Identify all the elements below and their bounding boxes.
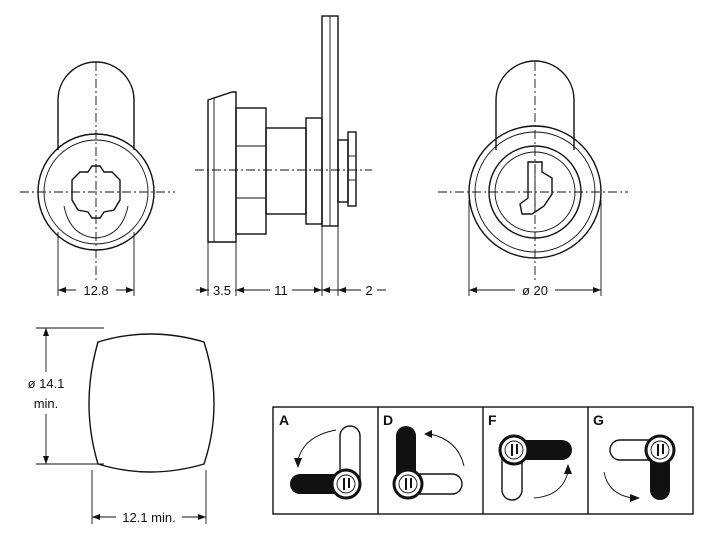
panel-d: D: [383, 412, 465, 500]
dim-cylinder-width: 12.1 min.: [122, 510, 175, 525]
dim-diameter: ø 20: [522, 283, 548, 298]
dim-cylinder-diameter: ø 14.1: [28, 376, 65, 391]
dim-cylinder-min: min.: [34, 396, 59, 411]
front-view: 12.8: [20, 61, 175, 298]
panel-f-label: F: [488, 412, 497, 428]
dim-cam-thickness: 2: [365, 283, 372, 298]
dim-flange: 3.5: [213, 283, 231, 298]
panel-g-label: G: [593, 412, 604, 428]
dim-front-width: 12.8: [83, 283, 108, 298]
rotation-panels: A D F: [272, 406, 694, 515]
key-view: ø 20: [438, 60, 628, 298]
cylinder-profile: ø 14.1 min. 12.1 min.: [14, 327, 215, 525]
panel-a-label: A: [279, 412, 289, 428]
panel-a: A: [279, 412, 362, 500]
panel-d-label: D: [383, 412, 393, 428]
panel-f: F: [488, 412, 572, 501]
dim-body-length: 11: [274, 283, 288, 298]
panel-g: G: [593, 412, 676, 502]
side-view: 3.5 11 2: [195, 15, 386, 298]
